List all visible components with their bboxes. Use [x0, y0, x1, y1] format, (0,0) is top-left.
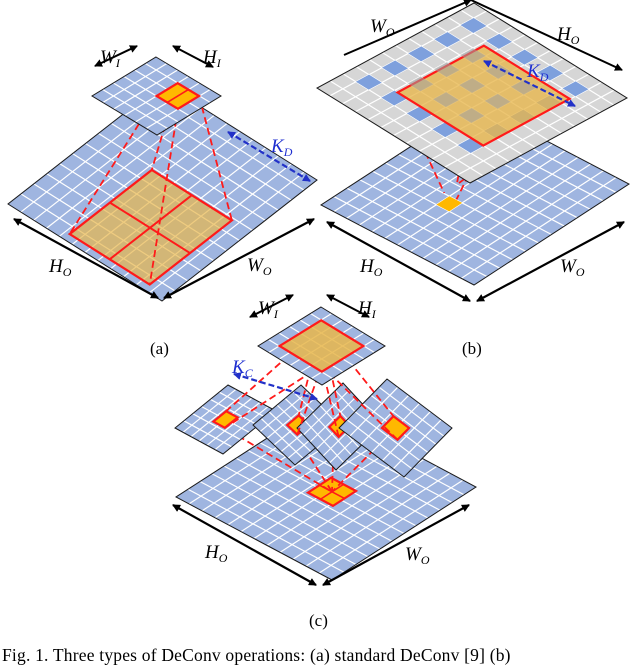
panel-a-input-grid-cells-border [91, 56, 222, 136]
panel-b-kd-arrow [483, 60, 576, 107]
panel-b-kernel-cell [459, 78, 486, 93]
panel-b-ho-top-label: HO [556, 24, 580, 47]
panel-a-wo-arrow [163, 218, 315, 299]
panel-b-output-highlight [436, 196, 463, 212]
panel-b-input-cell [382, 60, 408, 76]
panel-b-kernel-cell [458, 108, 485, 123]
panel-b: WO HO KD HO WO (b) [316, 0, 630, 358]
panel-b-kernel-cell [433, 62, 460, 78]
grid-line [102, 88, 168, 130]
panel-a-hi-label: HI [202, 47, 222, 70]
panel-b-input-cell [486, 33, 512, 49]
panel-c-wi-arrow [249, 294, 294, 318]
panel-c-ho-label: HO [204, 542, 228, 565]
panel-c-intermediate-grid-4-border [338, 378, 453, 478]
grid-line [260, 417, 304, 459]
panel-b-ho-top-arrow [470, 0, 623, 71]
panel-c-input-grid [257, 306, 386, 386]
projection-line [455, 145, 485, 200]
panel-b-input-cell [355, 74, 382, 90]
panel-c-ho-arrow [172, 504, 317, 586]
panel-b-input-cell [457, 138, 484, 153]
panel-b-wo-top-arrow [343, 0, 472, 56]
panel-a-hi-arrow [172, 45, 214, 68]
panel-c-lower-line [331, 431, 335, 492]
panel-c-kc-arrow [233, 372, 318, 401]
panel-a-kd-arrow [227, 131, 311, 182]
panel-b-output-grid-cells-border [320, 103, 630, 286]
panel-b-kernel-cell [433, 92, 459, 108]
panel-a-highlight-divider [166, 88, 189, 104]
panel-a-ho-label: HO [48, 256, 72, 279]
panel-c-hi-label: HI [357, 298, 377, 321]
panel-b-gray-map [316, 2, 628, 184]
panel-a-ho-arrow [13, 218, 159, 299]
panel-a-wo-label: WO [247, 255, 272, 278]
panel-b-caption-label: (b) [462, 339, 482, 358]
panel-c-wo-label: WO [405, 544, 430, 567]
panel-b-input-cell [408, 46, 435, 62]
grid-line [346, 419, 413, 470]
panel-b-wo-label: WO [560, 256, 585, 279]
panel-a-input-grid [91, 56, 222, 136]
panel-c-input-kernel [277, 318, 366, 374]
panel-b-input-cell [432, 122, 459, 138]
panel-b-input-cell [381, 90, 408, 106]
grid-line [456, 89, 615, 176]
panel-c-wo-arrow [322, 504, 470, 586]
grid-line [304, 420, 345, 463]
panel-b-kernel-cell [407, 76, 434, 92]
panel-c-input-grid-cells-border [257, 306, 386, 386]
panel-b-ho-arrow [326, 221, 471, 302]
panel-c-intermediate-grid-1-border [174, 384, 277, 455]
panel-b-input-cell [460, 18, 487, 33]
panel-b-kernel-cell [459, 48, 486, 63]
grid-line [329, 80, 484, 177]
panel-a: WI HI KD HO WO (a) [7, 45, 318, 358]
panel-c-intermediate-highlight-4 [380, 414, 411, 442]
panel-c-upper-line [320, 325, 395, 417]
panel-a-kd-label: KD [270, 136, 293, 159]
panel-c-kc-label: KC [231, 357, 254, 380]
grid-line [183, 420, 233, 448]
panel-b-kd-label: KD [526, 61, 549, 84]
panel-c-caption-label: (c) [309, 611, 328, 630]
panel-b-wo-arrow [476, 221, 625, 302]
panel-c: WI HI KC HO WO (c) [172, 294, 477, 630]
panel-b-gray-grid-border [316, 2, 628, 184]
panel-b-wo-top-label: WO [370, 16, 395, 39]
panel-c-wi-label: WI [258, 298, 279, 321]
panel-b-input-cell [406, 106, 433, 122]
panel-a-wi-arrow [94, 45, 138, 67]
panel-c-hi-arrow [326, 294, 370, 318]
panel-b-ho-label: HO [359, 256, 383, 279]
figure-caption: Fig. 1. Three types of DeConv operations… [2, 645, 511, 665]
panel-b-input-cell [434, 32, 461, 48]
panel-a-caption-label: (a) [150, 339, 169, 358]
panel-a-wi-label: WI [100, 47, 121, 70]
